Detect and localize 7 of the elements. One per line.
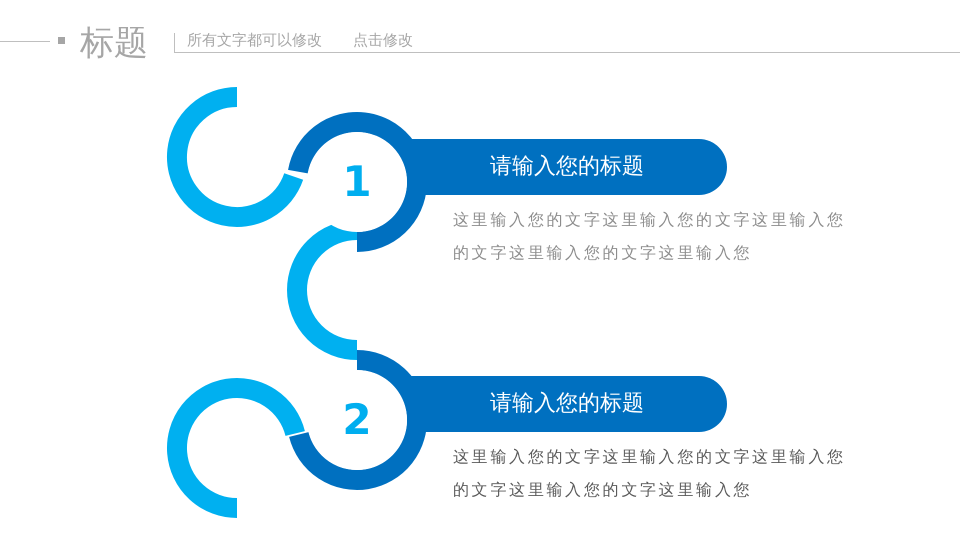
subtitle-text: 所有文字都可以修改: [187, 30, 322, 50]
body-text: 这里输入您的文字这里输入您的文字这里输入您的文字这里输入您的文字这里输入您: [453, 446, 847, 501]
subtitle-text: 点击修改: [353, 30, 413, 50]
pill-title-text: 请输入您的标题: [489, 390, 645, 418]
pill-title-text: 请输入您的标题: [489, 153, 645, 181]
body-text: 这里输入您的文字这里输入您的文字这里输入您的文字这里输入您的文字这里输入您: [453, 209, 847, 264]
page-title: 标题: [80, 22, 148, 65]
